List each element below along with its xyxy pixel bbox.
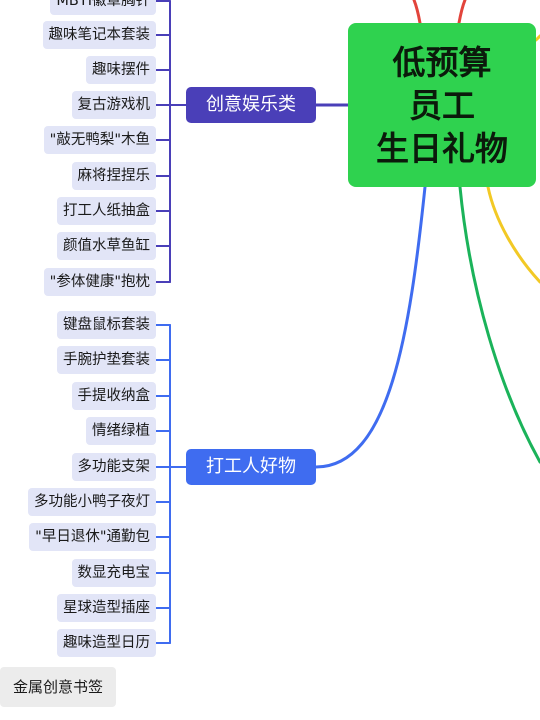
root-line-1: 低预算 [392, 42, 492, 82]
root-topic[interactable]: 低预算 员工 生日礼物 [348, 23, 536, 187]
leaf-duck-lamp[interactable]: 多功能小鸭子夜灯 [28, 488, 156, 516]
leaf-wooden-fish[interactable]: "敲无鸭梨"木鱼 [43, 126, 156, 154]
leaf-commute-bag[interactable]: "早日退休"通勤包 [29, 523, 156, 551]
leaf-mbti-badge[interactable]: MBTI徽章胸针 [50, 0, 156, 15]
leaf-keyboard-mouse[interactable]: 键盘鼠标套装 [57, 311, 156, 339]
branch-worker-goods[interactable]: 打工人好物 [186, 449, 316, 485]
link-red-2 [457, 0, 467, 25]
link-red [412, 0, 422, 25]
root-line-2: 员工 [409, 85, 475, 125]
link-yellow-top [534, 34, 540, 42]
leaf-green-plant[interactable]: 情绪绿植 [86, 417, 156, 445]
leaf-power-bank[interactable]: 数显充电宝 [71, 559, 156, 587]
leaf-storage-box[interactable]: 手提收纳盒 [71, 382, 156, 410]
leaf-retro-console[interactable]: 复古游戏机 [71, 91, 156, 119]
link-green [458, 185, 540, 464]
leaf-tissue-box[interactable]: 打工人纸抽盒 [57, 197, 156, 225]
extra-topic-bookmark[interactable]: 金属创意书签 [0, 667, 116, 707]
root-line-3: 生日礼物 [376, 128, 508, 168]
leaf-pillow[interactable]: "参体健康"抱枕 [43, 268, 156, 296]
leaf-notebook-set[interactable]: 趣味笔记本套装 [42, 21, 156, 49]
link-root-branch2 [314, 185, 427, 469]
leaf-calendar[interactable]: 趣味造型日历 [57, 629, 156, 657]
leaf-planet-socket[interactable]: 星球造型插座 [57, 594, 156, 622]
leaf-stand[interactable]: 多功能支架 [71, 453, 156, 481]
branch-creative-entertainment[interactable]: 创意娱乐类 [186, 87, 316, 123]
leaf-mahjong-squishy[interactable]: 麻将捏捏乐 [71, 162, 156, 190]
leaf-fun-ornament[interactable]: 趣味摆件 [86, 56, 156, 84]
leaf-fish-tank[interactable]: 颜值水草鱼缸 [57, 232, 156, 260]
link-yellow [486, 185, 540, 284]
leaf-wrist-pad[interactable]: 手腕护垫套装 [57, 346, 156, 374]
